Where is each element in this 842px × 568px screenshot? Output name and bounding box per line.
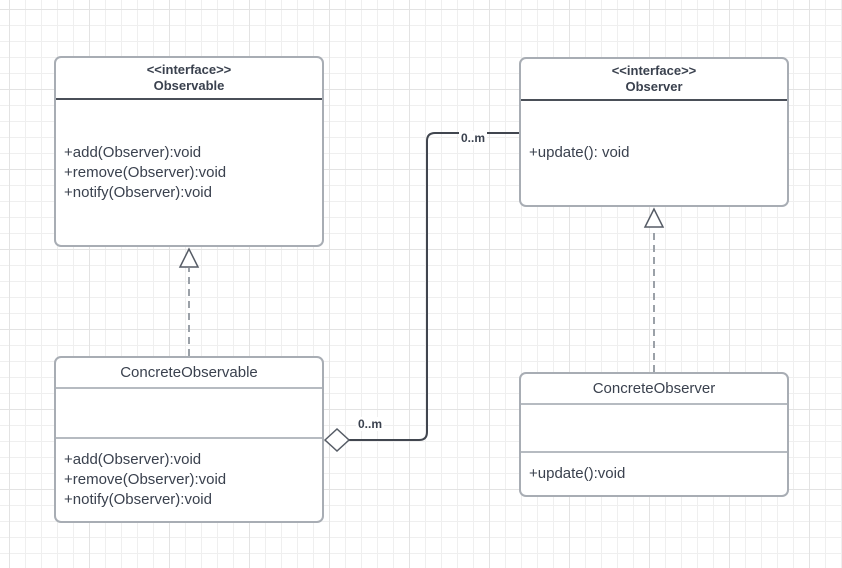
- methods-compartment: +add(Observer):void +remove(Observer):vo…: [56, 439, 322, 521]
- class-name: Observer: [625, 79, 683, 94]
- method-label: +notify(Observer):void: [64, 183, 212, 201]
- attributes-compartment: [56, 389, 322, 439]
- method-label: +notify(Observer):void: [64, 491, 212, 508]
- aggregation-connector[interactable]: [323, 132, 519, 453]
- multiplicity-label-source[interactable]: 0..m: [356, 417, 385, 431]
- aggregation-diamond: [323, 427, 351, 453]
- class-stereotype: <<interface>>: [611, 63, 697, 78]
- method-label: +update():void: [529, 465, 626, 482]
- method-label: +add(Observer):void: [64, 451, 202, 468]
- class-stereotype: <<interface>>: [146, 62, 232, 77]
- class-name: ConcreteObservable: [56, 358, 322, 389]
- methods-compartment: +update():void: [521, 453, 787, 495]
- attributes-compartment: [521, 405, 787, 453]
- hollow-triangle-arrowhead: [643, 207, 665, 228]
- uml-class-concrete-observable[interactable]: ConcreteObservable +add(Observer):void +…: [54, 356, 324, 523]
- class-name: ConcreteObserver: [521, 374, 787, 405]
- uml-class-concrete-observer[interactable]: ConcreteObserver +update():void: [519, 372, 789, 497]
- class-header: <<interface>> Observer: [521, 59, 787, 101]
- uml-class-observable[interactable]: <<interface>> Observable +add(Observer):…: [54, 56, 324, 247]
- multiplicity-label-target[interactable]: 0..m: [459, 131, 488, 145]
- hollow-triangle-arrowhead: [178, 247, 200, 268]
- methods-compartment: +add(Observer):void +remove(Observer):vo…: [56, 100, 322, 245]
- realization-connector-observable[interactable]: [178, 247, 200, 356]
- method-label: +update(): void: [529, 144, 630, 161]
- class-header: <<interface>> Observable: [56, 58, 322, 100]
- methods-compartment: +update(): void: [521, 101, 787, 205]
- method-label: +remove(Observer):void: [64, 163, 227, 181]
- class-name: Observable: [153, 78, 225, 93]
- method-label: +add(Observer):void: [64, 143, 202, 161]
- uml-class-observer[interactable]: <<interface>> Observer +update(): void: [519, 57, 789, 207]
- realization-connector-observer[interactable]: [643, 207, 665, 372]
- method-label: +remove(Observer):void: [64, 471, 227, 488]
